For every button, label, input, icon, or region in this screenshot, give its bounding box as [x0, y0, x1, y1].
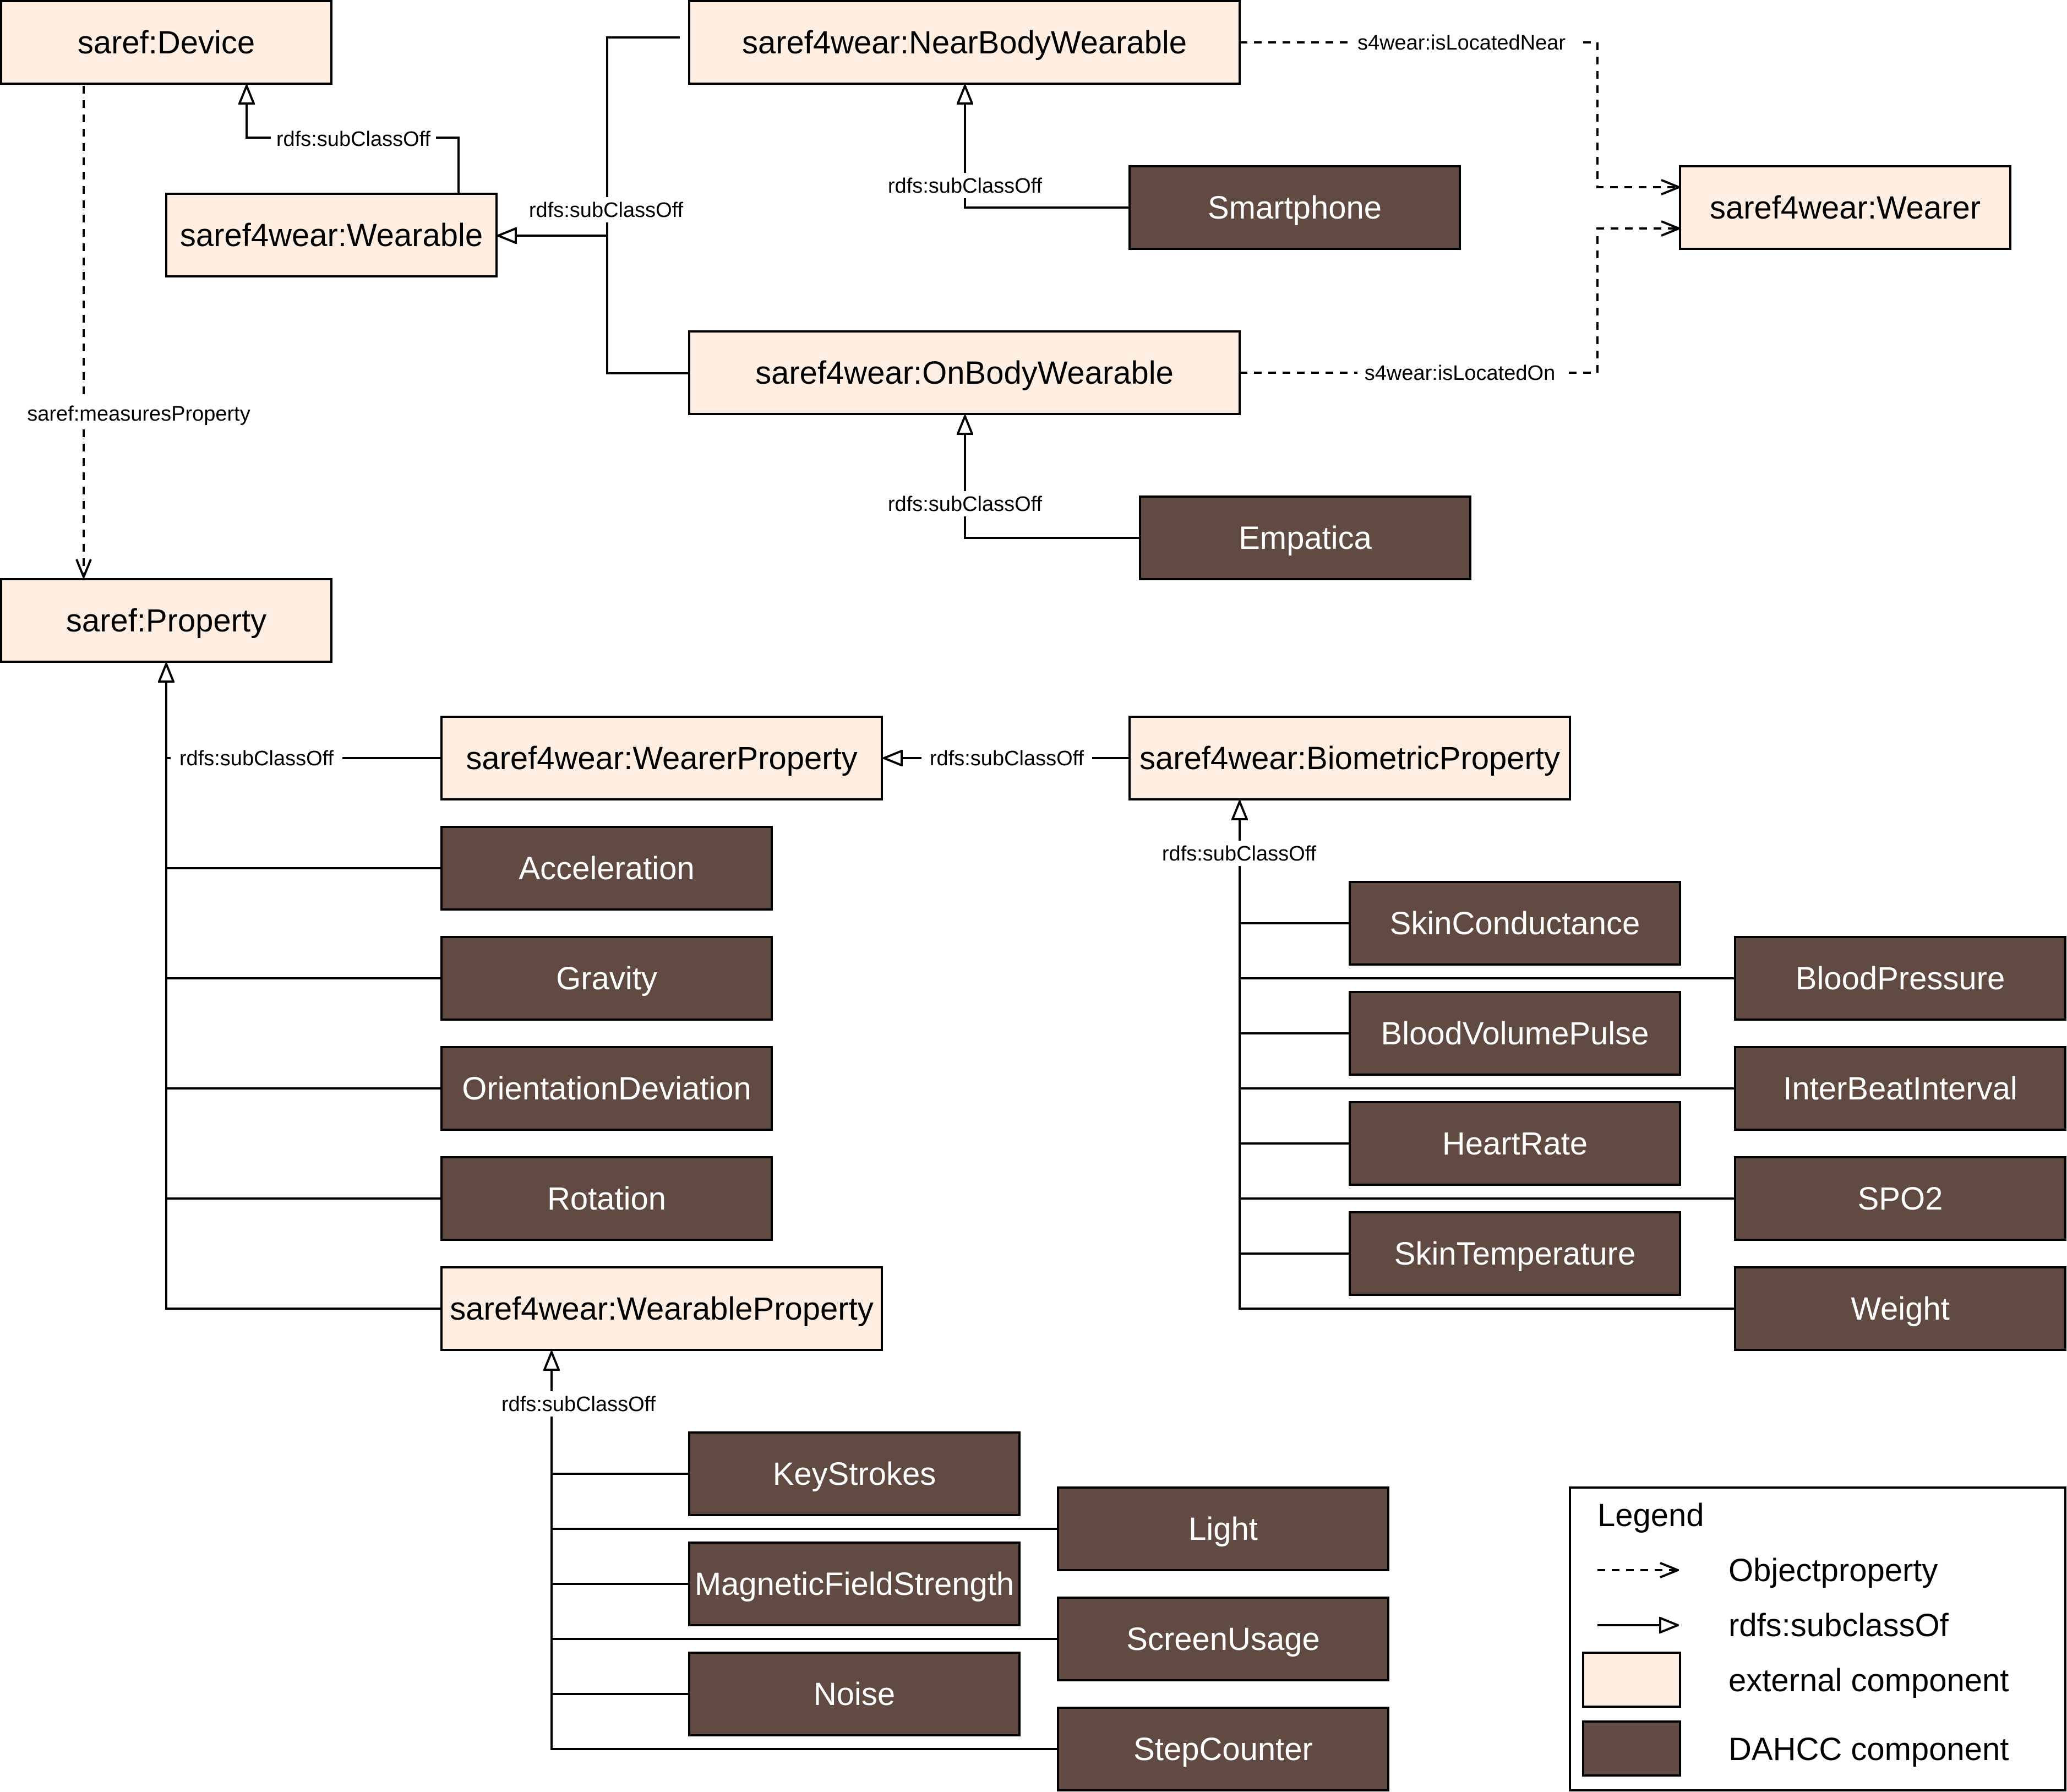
- edge-weight-to-biometric: [1240, 802, 1735, 1310]
- svg-text:OrientationDeviation: OrientationDeviation: [462, 1071, 751, 1107]
- node-skin-temperature: SkinTemperature: [1349, 1211, 1681, 1296]
- legend-external-swatch: [1582, 1652, 1681, 1708]
- edge-nearbody-to-wearable: [606, 36, 680, 236]
- legend-dahcc-swatch: [1582, 1720, 1681, 1777]
- edge-stepcounter-to-wearableproperty: [552, 1352, 1058, 1750]
- svg-text:Smartphone: Smartphone: [1208, 190, 1382, 226]
- svg-text:BloodPressure: BloodPressure: [1796, 961, 2005, 996]
- svg-text:SkinConductance: SkinConductance: [1390, 906, 1640, 941]
- label-empatica-subclass: rdfs:subClassOff: [888, 493, 1043, 516]
- node-key-strokes: KeyStrokes: [688, 1431, 1021, 1516]
- edge-empatica-to-onbody: [965, 416, 1140, 539]
- node-nearbody-wearable: saref4wear:NearBodyWearable: [688, 0, 1241, 85]
- node-inter-beat-interval: InterBeatInterval: [1734, 1046, 2066, 1131]
- legend-object-property: Objectproperty: [1728, 1553, 1938, 1588]
- edge-onbody-located-on-wearer: [1240, 228, 1679, 374]
- svg-text:Light: Light: [1188, 1511, 1258, 1547]
- label-biometric-subclass: rdfs:subClassOff: [930, 747, 1084, 770]
- svg-text:StepCounter: StepCounter: [1133, 1731, 1313, 1767]
- label-wearerproperty-subclass: rdfs:subClassOff: [179, 747, 334, 770]
- node-noise: Noise: [688, 1652, 1021, 1736]
- node-spo2: SPO2: [1734, 1156, 2066, 1241]
- node-wearer-property: saref4wear:WearerProperty: [440, 716, 883, 800]
- node-empatica: Empatica: [1139, 495, 1471, 580]
- svg-text:Gravity: Gravity: [556, 961, 657, 996]
- svg-text:SPO2: SPO2: [1858, 1181, 1943, 1217]
- svg-text:saref4wear:NearBodyWearable: saref4wear:NearBodyWearable: [742, 25, 1187, 61]
- svg-text:saref4wear:WearableProperty: saref4wear:WearableProperty: [450, 1291, 873, 1327]
- svg-text:HeartRate: HeartRate: [1442, 1126, 1588, 1162]
- legend-external-component: external component: [1728, 1663, 2009, 1698]
- label-wearableproperty-tree-subclass: rdfs:subClassOff: [501, 1393, 656, 1416]
- label-smartphone-subclass: rdfs:subClassOff: [888, 175, 1043, 198]
- svg-text:saref4wear:BiometricProperty: saref4wear:BiometricProperty: [1139, 740, 1560, 776]
- svg-text:Noise: Noise: [814, 1676, 895, 1712]
- node-skin-conductance: SkinConductance: [1349, 881, 1681, 966]
- svg-text:ScreenUsage: ScreenUsage: [1126, 1621, 1319, 1657]
- svg-text:MagneticFieldStrength: MagneticFieldStrength: [695, 1566, 1014, 1602]
- edge-smartphone-to-nearbody: [965, 86, 1130, 209]
- svg-text:Weight: Weight: [1851, 1291, 1949, 1327]
- svg-text:InterBeatInterval: InterBeatInterval: [1783, 1071, 2017, 1107]
- svg-text:BloodVolumePulse: BloodVolumePulse: [1381, 1016, 1649, 1052]
- svg-text:saref4wear:OnBodyWearable: saref4wear:OnBodyWearable: [755, 355, 1174, 391]
- svg-text:SkinTemperature: SkinTemperature: [1394, 1236, 1635, 1272]
- node-saref-property: saref:Property: [0, 578, 332, 663]
- svg-text:saref4wear:WearerProperty: saref4wear:WearerProperty: [466, 740, 857, 776]
- label-wearable-subclass: rdfs:subClassOff: [276, 128, 431, 151]
- svg-text:Empatica: Empatica: [1239, 520, 1372, 556]
- node-weight: Weight: [1734, 1266, 2066, 1351]
- legend-subclass-of: rdfs:subclassOf: [1728, 1608, 1949, 1643]
- label-is-located-on: s4wear:isLocatedOn: [1365, 362, 1555, 385]
- node-wearable-property: saref4wear:WearableProperty: [440, 1266, 883, 1351]
- node-onbody-wearable: saref4wear:OnBodyWearable: [688, 330, 1241, 415]
- legend-dahcc-component: DAHCC component: [1728, 1731, 2009, 1767]
- node-blood-pressure: BloodPressure: [1734, 936, 2066, 1021]
- node-blood-volume-pulse: BloodVolumePulse: [1349, 991, 1681, 1076]
- node-step-counter: StepCounter: [1057, 1707, 1389, 1791]
- node-screen-usage: ScreenUsage: [1057, 1597, 1389, 1681]
- svg-text:KeyStrokes: KeyStrokes: [773, 1456, 936, 1492]
- node-wearable: saref4wear:Wearable: [165, 193, 498, 277]
- svg-text:Acceleration: Acceleration: [519, 851, 694, 886]
- svg-text:saref:Device: saref:Device: [78, 25, 255, 61]
- node-biometric-property: saref4wear:BiometricProperty: [1128, 716, 1571, 800]
- node-smartphone: Smartphone: [1128, 165, 1461, 250]
- label-biometric-tree-subclass: rdfs:subClassOff: [1162, 842, 1317, 865]
- edge-onbody-to-wearable: [606, 236, 689, 374]
- legend-title: Legend: [1597, 1497, 1704, 1533]
- node-wearer: saref4wear:Wearer: [1679, 165, 2011, 250]
- node-orientation-deviation: OrientationDeviation: [440, 1046, 773, 1131]
- label-wearable-branch-subclass: rdfs:subClassOff: [529, 199, 684, 222]
- legend: Legend Objectproperty rdfs:subclassOf ex…: [1569, 1486, 2066, 1791]
- edge-wearableproperty-to-property: [166, 664, 441, 1310]
- node-heart-rate: HeartRate: [1349, 1101, 1681, 1186]
- svg-text:saref4wear:Wearable: saref4wear:Wearable: [180, 217, 483, 253]
- node-saref-device: saref:Device: [0, 0, 332, 85]
- node-light: Light: [1057, 1486, 1389, 1571]
- svg-text:saref:Property: saref:Property: [66, 603, 266, 639]
- svg-text:Rotation: Rotation: [547, 1181, 666, 1217]
- node-rotation: Rotation: [440, 1156, 773, 1241]
- node-gravity: Gravity: [440, 936, 773, 1021]
- svg-text:saref4wear:Wearer: saref4wear:Wearer: [1710, 190, 1981, 226]
- node-magnetic-field-strength: MagneticFieldStrength: [688, 1542, 1021, 1626]
- label-measures-property: saref:measuresProperty: [27, 402, 250, 426]
- label-is-located-near: s4wear:isLocatedNear: [1357, 31, 1566, 55]
- node-acceleration: Acceleration: [440, 826, 773, 911]
